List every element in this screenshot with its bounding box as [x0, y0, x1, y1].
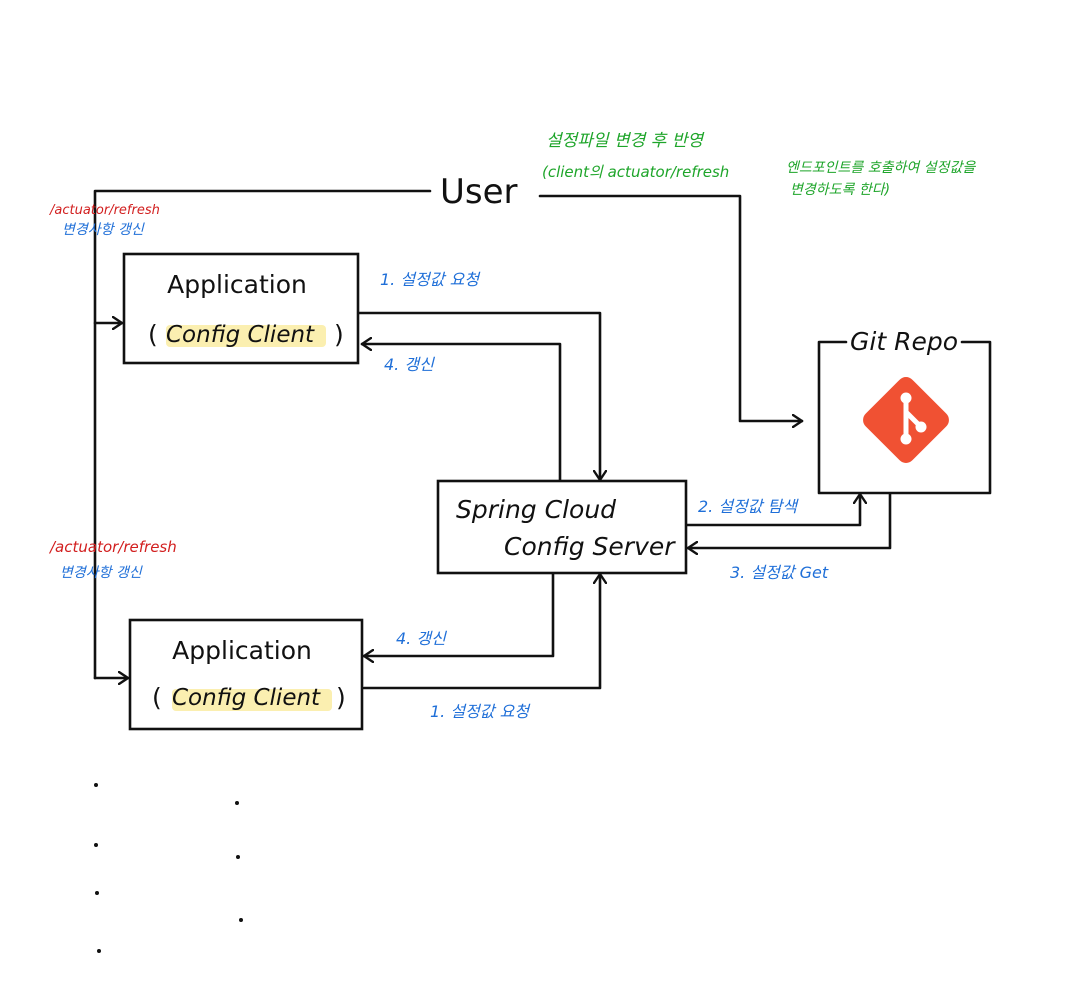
arrow-bottom-app-request: [362, 572, 600, 690]
dot: [236, 855, 240, 859]
top-application-title: Application: [167, 270, 307, 299]
user-left-line: [93, 189, 432, 680]
top-close-paren: ): [334, 320, 344, 349]
dot: [94, 783, 98, 787]
step-top-request: 1. 설정값 요청: [380, 270, 481, 289]
top-client-highlight: [166, 325, 326, 347]
arrow-top-app-refresh: [360, 344, 562, 484]
step-top-refresh: 4. 갱신: [384, 355, 435, 374]
arrow-user-to-git-repo: [538, 194, 804, 421]
green-note-line2: 변경하도록 한다): [790, 182, 890, 198]
git-repo-label: Git Repo: [850, 327, 958, 356]
dot: [239, 918, 243, 922]
top-open-paren: (: [148, 320, 158, 349]
green-note-title: 설정파일 변경 후 반영: [546, 131, 705, 151]
step-search: 2. 설정값 탐색: [698, 497, 799, 516]
stray-dots: [94, 783, 243, 953]
top-config-client: Config Client: [166, 322, 315, 348]
step-bottom-request: 1. 설정값 요청: [430, 702, 531, 721]
step-get: 3. 설정값 Get: [730, 563, 829, 582]
bottom-update-note: 변경사항 갱신: [60, 565, 143, 581]
step-bottom-refresh: 4. 갱신: [396, 629, 447, 648]
arrow-server-to-git: [684, 492, 860, 527]
git-repo-box: [817, 340, 992, 495]
dot: [97, 949, 101, 953]
green-note-line1b: 엔드포인트를 호출하여 설정값을: [786, 160, 976, 176]
dot: [235, 801, 239, 805]
config-server-box: [436, 479, 688, 575]
bottom-actuator-endpoint: /actuator/refresh: [48, 538, 177, 556]
top-update-note: 변경사항 갱신: [62, 222, 145, 238]
bottom-client-highlight: [172, 689, 332, 711]
arrow-top-app-request: [356, 311, 600, 482]
user-label: User: [440, 172, 518, 212]
green-note-line1a: (client의 actuator/refresh: [542, 163, 729, 181]
top-actuator-endpoint: /actuator/refresh: [49, 203, 160, 218]
bottom-application-title: Application: [172, 636, 312, 665]
arrow-git-to-server: [686, 492, 892, 548]
git-logo-icon: [863, 377, 949, 463]
dot: [95, 891, 99, 895]
config-server-line1: Spring Cloud: [456, 495, 616, 524]
arrow-bottom-app-refresh: [362, 572, 555, 656]
bottom-config-client: Config Client: [172, 685, 321, 711]
bottom-close-paren: ): [336, 683, 346, 712]
bottom-open-paren: (: [152, 683, 162, 712]
dot: [94, 843, 98, 847]
config-server-line2: Config Server: [504, 532, 676, 561]
